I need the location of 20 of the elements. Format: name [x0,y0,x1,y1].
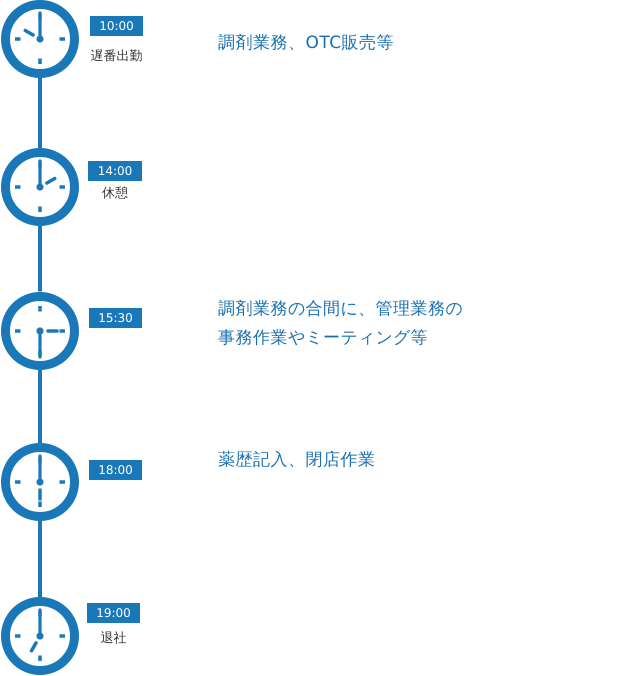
time-badge: 10:00 [90,16,143,36]
task-description: 調剤業務、OTC販売等 [218,32,394,54]
connector-line [38,226,42,292]
time-badge: 19:00 [87,603,140,623]
connector-line [38,370,42,443]
connector-line [38,78,42,148]
event-caption: 遅番出勤 [90,49,142,65]
time-badge: 15:30 [89,308,142,328]
event-caption: 休憩 [102,186,128,202]
clock-icon [0,0,80,79]
clock-icon [0,290,80,370]
task-description: 調剤業務の合間に、管理業務の事務作業やミーティング等 [218,298,464,350]
event-caption: 退社 [100,631,126,647]
time-badge: 18:00 [89,460,142,480]
connector-line [38,521,42,597]
clock-icon [0,596,80,676]
time-badge: 14:00 [88,161,142,181]
clock-icon [0,442,80,522]
clock-icon [0,147,80,227]
task-description: 薬歴記入、閉店作業 [218,448,376,472]
